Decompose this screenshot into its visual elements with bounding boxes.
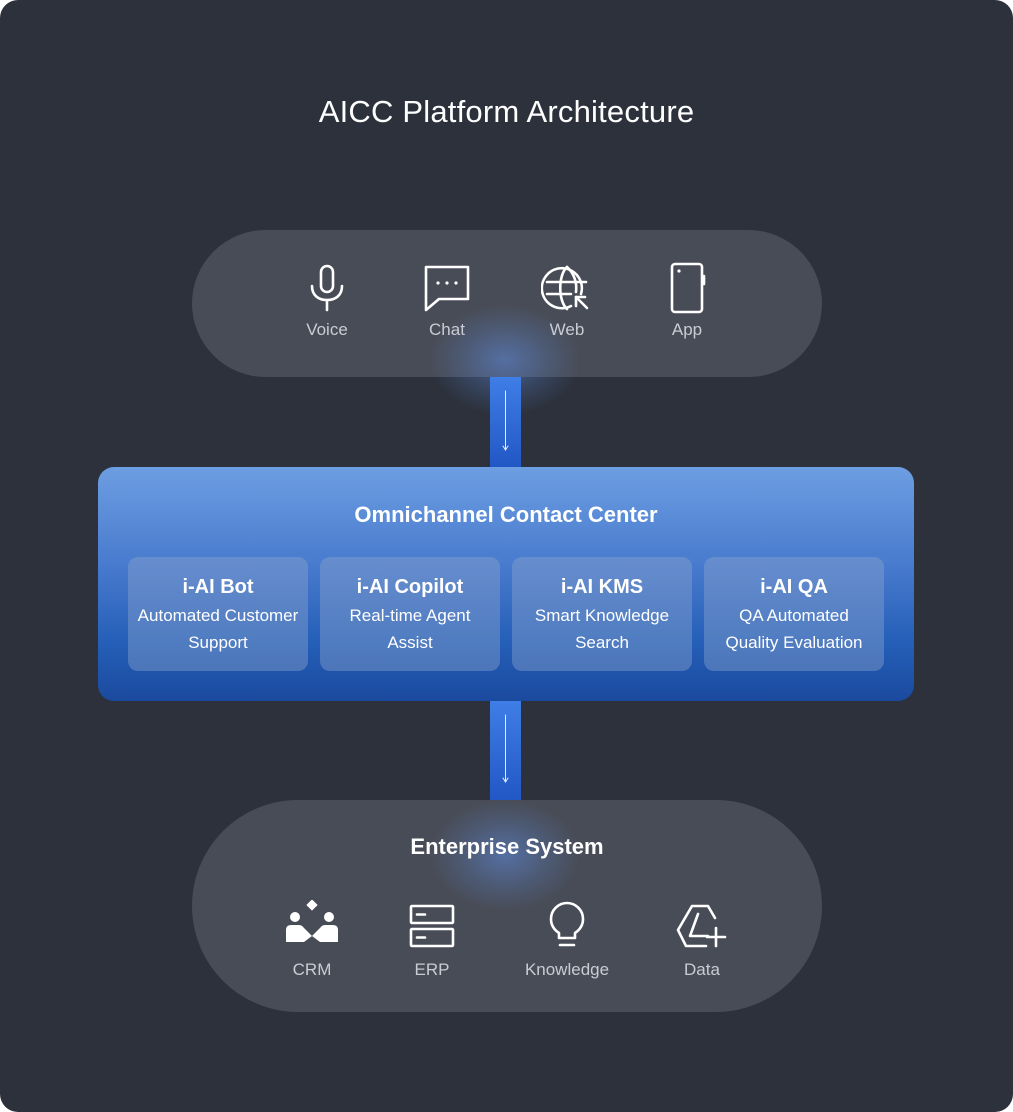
channel-label: App — [671, 320, 703, 339]
channel-app: App — [637, 262, 737, 340]
connector-channels-to-omni — [490, 377, 521, 467]
system-knowledge: Knowledge — [512, 900, 622, 980]
lightbulb-icon — [549, 901, 585, 947]
diagram-title: AICC Platform Architecture — [318, 94, 695, 129]
system-data: Data — [647, 900, 757, 980]
system-crm: CRM — [257, 900, 367, 980]
system-erp: ERP — [377, 900, 487, 980]
module-desc-line1: QA Automated — [739, 606, 849, 625]
channel-web: Web — [517, 262, 617, 340]
module-desc-line2: Support — [188, 633, 248, 652]
module-desc-line2: Search — [575, 633, 629, 652]
channel-label: Web — [549, 320, 585, 339]
connector-omni-to-enterprise — [490, 701, 521, 800]
channel-label: Chat — [429, 320, 465, 339]
module-desc-line1: Real-time Agent — [349, 606, 471, 625]
module-i-ai-kms: i-AI KMS Smart Knowledge Search — [512, 557, 692, 671]
system-label: Knowledge — [524, 960, 610, 979]
globe-cursor-icon — [541, 265, 589, 311]
channel-voice: Voice — [277, 262, 377, 340]
module-title: i-AI QA — [760, 576, 828, 598]
module-desc-line1: Automated Customer — [137, 606, 299, 625]
module-i-ai-qa: i-AI QA QA Automated Quality Evaluation — [704, 557, 884, 671]
people-handshake-icon — [286, 900, 338, 942]
microphone-icon — [310, 264, 344, 312]
module-i-ai-bot: i-AI Bot Automated Customer Support — [128, 557, 308, 671]
module-i-ai-copilot: i-AI Copilot Real-time Agent Assist — [320, 557, 500, 671]
arrow-down-icon — [502, 714, 509, 783]
omnichannel-contact-center: Omnichannel Contact Center i-AI Bot Auto… — [98, 467, 914, 701]
arrow-down-icon — [502, 390, 509, 451]
enterprise-title: Enterprise System — [410, 834, 604, 859]
channel-chat: Chat — [397, 262, 497, 340]
chat-bubble-icon — [424, 265, 470, 312]
module-desc-line2: Quality Evaluation — [725, 633, 863, 652]
omnichannel-title: Omnichannel Contact Center — [354, 502, 658, 527]
system-label: ERP — [414, 960, 450, 979]
module-title: i-AI KMS — [560, 576, 644, 598]
module-title: i-AI Bot — [182, 576, 254, 598]
system-label: Data — [684, 960, 720, 979]
data-add-icon — [676, 904, 727, 948]
system-label: CRM — [292, 960, 332, 979]
module-desc-line1: Smart Knowledge — [534, 606, 670, 625]
module-desc-line2: Assist — [387, 633, 433, 652]
server-stack-icon — [409, 904, 455, 948]
channel-label: Voice — [306, 320, 348, 339]
module-title: i-AI Copilot — [356, 576, 464, 598]
smartphone-icon — [670, 262, 706, 314]
